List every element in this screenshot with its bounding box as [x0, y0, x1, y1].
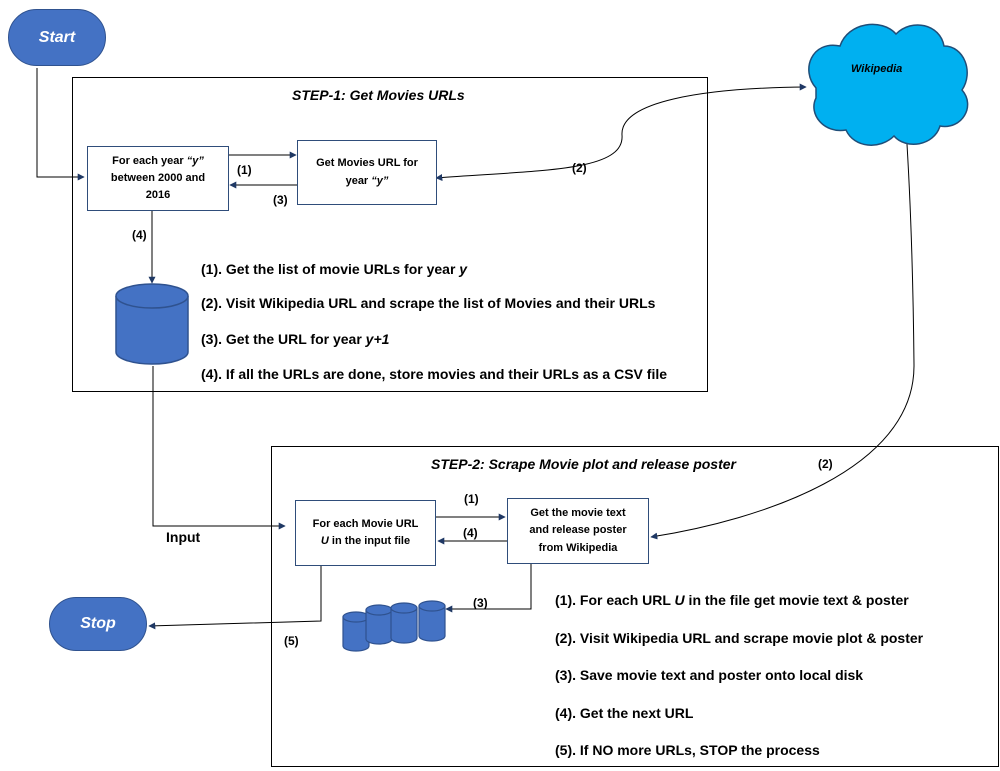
step2-item-4: (4). Get the next URL	[555, 705, 693, 721]
step2-item-1: (1). For each URL U in the file get movi…	[555, 592, 909, 608]
step2-item-5-text: (5). If NO more URLs, STOP the process	[555, 742, 820, 758]
step2-item-1-pre: (1). For each URL	[555, 592, 675, 608]
start-terminal: Start	[8, 9, 106, 66]
step1-item-4-text: (4). If all the URLs are done, store mov…	[201, 366, 668, 382]
step2-item-3: (3). Save movie text and poster onto loc…	[555, 667, 863, 683]
year-loop-var: “y”	[186, 154, 204, 167]
step2-item-1-post: in the file get movie text & poster	[684, 592, 909, 608]
start-to-year-arrow	[36, 68, 85, 181]
step1-item-1-var: y	[459, 261, 468, 277]
input-label: Input	[166, 529, 201, 545]
step2-item-2: (2). Visit Wikipedia URL and scrape movi…	[555, 630, 923, 646]
db-to-input-arrow	[152, 366, 286, 530]
step1-edge-1: (1)	[237, 163, 252, 177]
step2-edge-1: (1)	[464, 492, 479, 506]
gettext-to-disk-arrow	[445, 564, 532, 613]
step2-edge-5: (5)	[284, 634, 299, 648]
year-loop-line3: 2016	[145, 189, 171, 202]
step1-item-3-text: (3). Get the URL for year	[201, 331, 366, 347]
step1-title: STEP-1: Get Movies URLs	[292, 87, 465, 103]
step1-edge-2: (2)	[572, 161, 587, 175]
get-url-line2: year	[345, 174, 372, 187]
get-movie-text-box: Get the movie text and release poster fr…	[507, 498, 649, 564]
stop-terminal: Stop	[49, 597, 147, 651]
gettext-wiki-arrow	[650, 127, 915, 540]
geturl-wiki-arrow	[435, 83, 807, 182]
step2-edge-2: (2)	[818, 457, 833, 471]
get-url-var: “y”	[371, 174, 389, 187]
step2-item-4-text: (4). Get the next URL	[555, 705, 694, 721]
url-loop-line2: in the input file	[328, 535, 411, 547]
step1-item-1-text: (1). Get the list of movie URLs for year	[201, 261, 460, 277]
year-loop-box: For each year “y” between 2000 and 2016	[87, 146, 229, 211]
step2-item-2-text: (2). Visit Wikipedia URL and scrape movi…	[555, 630, 924, 646]
step2-item-1-var: U	[674, 592, 685, 608]
start-label: Start	[38, 28, 76, 46]
csv-database-icon	[115, 283, 189, 365]
year-loop-line1: For each year	[112, 154, 187, 167]
step2-edge-4: (4)	[463, 526, 478, 540]
step2-frame	[271, 446, 999, 767]
wikipedia-label: Wikipedia	[851, 63, 903, 75]
step1-item-3-var: y+1	[365, 331, 390, 347]
urlloop-to-stop-arrow	[148, 566, 322, 630]
step1-item-2: (2). Visit Wikipedia URL and scrape the …	[201, 295, 655, 311]
step1-edge-3: (3)	[273, 193, 288, 207]
step2-title: STEP-2: Scrape Movie plot and release po…	[431, 456, 736, 472]
get-movies-url-box: Get Movies URL for year “y”	[297, 140, 437, 205]
step2-edge-3: (3)	[473, 596, 488, 610]
year-loop-line2: between 2000 and	[110, 171, 206, 184]
step1-item-4: (4). If all the URLs are done, store mov…	[201, 366, 667, 382]
step2-item-5: (5). If NO more URLs, STOP the process	[555, 742, 820, 758]
step1-item-3: (3). Get the URL for year y+1	[201, 331, 389, 347]
stop-label: Stop	[80, 615, 116, 632]
step1-item-1: (1). Get the list of movie URLs for year…	[201, 261, 467, 277]
step2-item-3-text: (3). Save movie text and poster onto loc…	[555, 667, 864, 683]
get-text-line2: and release poster	[529, 524, 627, 537]
get-url-line1: Get Movies URL for	[316, 157, 418, 170]
get-text-line1: Get the movie text	[530, 507, 626, 520]
url-loop-var: U	[320, 535, 329, 547]
get-text-line3: from Wikipedia	[538, 541, 618, 554]
url-loop-line1: For each Movie URL	[312, 517, 419, 530]
wikipedia-cloud	[808, 23, 969, 146]
step1-item-2-text: (2). Visit Wikipedia URL and scrape the …	[201, 295, 656, 311]
local-disk-icon	[342, 600, 446, 652]
url-loop-box: For each Movie URL U in the input file	[295, 500, 436, 566]
step1-edge-4: (4)	[132, 228, 147, 242]
